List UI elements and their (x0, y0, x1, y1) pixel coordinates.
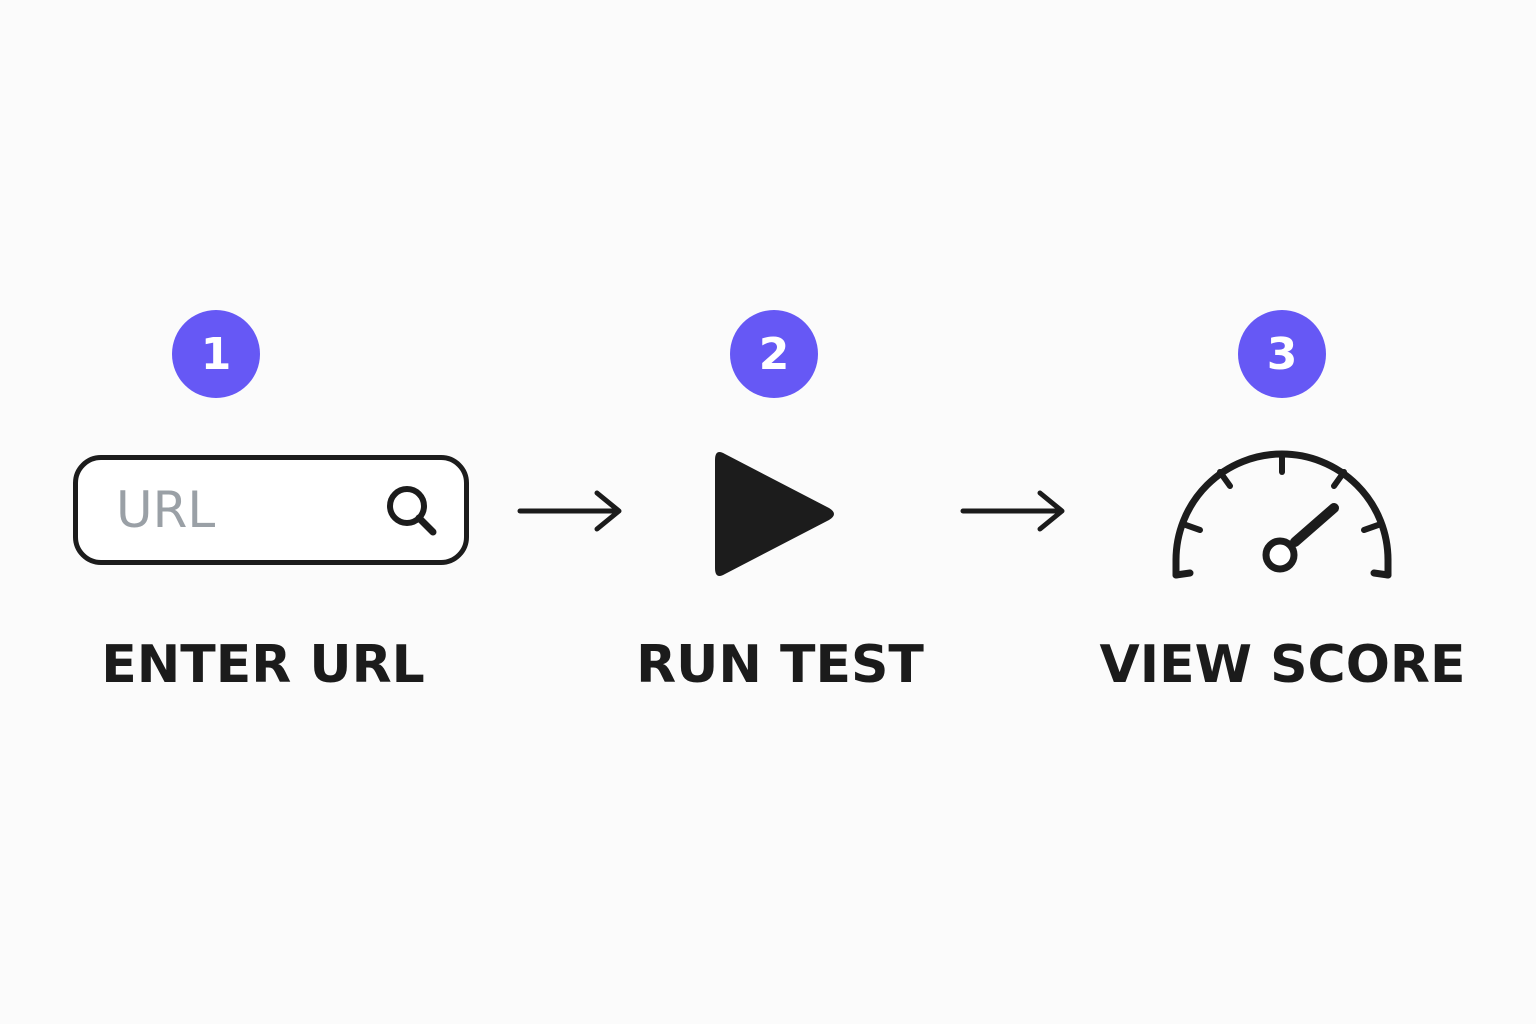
url-placeholder: URL (116, 481, 216, 539)
arrow-right-icon (517, 490, 622, 532)
arrow-right-icon (960, 490, 1065, 532)
step-1-number-badge: 1 (172, 310, 260, 398)
play-icon[interactable] (705, 440, 845, 588)
search-icon[interactable] (383, 482, 443, 542)
step-2-number-badge: 2 (730, 310, 818, 398)
step-1-label: ENTER URL (101, 635, 425, 695)
step-3-number-badge: 3 (1238, 310, 1326, 398)
gauge-icon[interactable] (1160, 435, 1405, 585)
step-2-label: RUN TEST (636, 635, 924, 695)
url-input-field[interactable]: URL (73, 455, 469, 565)
step-3-label: VIEW SCORE (1099, 635, 1466, 695)
